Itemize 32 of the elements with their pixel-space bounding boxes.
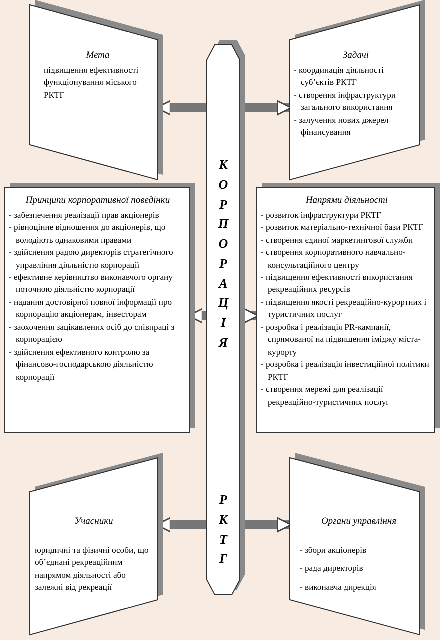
panel-heading: Органи управління <box>320 516 398 529</box>
list-item: - здійснення ефективного контролю за фінансово-господарською діяльністю корпорації <box>9 346 154 384</box>
list-item: - розробка і реалізація інвестиційної політики РКТГ <box>261 358 430 384</box>
list-item: - створення інфраструктури загального використання <box>294 88 398 114</box>
list-item: - збори акціонерів <box>300 544 368 556</box>
list-item: - здійснення радою директорів стратегічного управління діяльністю корпорації <box>9 246 174 272</box>
list-item: - залучення нових джерел фінансування <box>294 114 390 138</box>
vertical-title: РКТГ <box>218 491 230 568</box>
vertical-title: КОРПОРАЦІЯ <box>217 156 230 352</box>
list-item: - виконавча дирекція <box>300 580 378 594</box>
list-item: - підвищення якості рекреаційно-курортних і туристичних послуг <box>261 296 428 321</box>
body-text: підвищення ефективності функціонування міського РКТГ <box>44 64 140 102</box>
list-item: - підвищення ефективності використання рекреаційних ресурсів <box>261 271 414 296</box>
panel-heading: Принципи корпоративної поведінки <box>24 195 172 208</box>
panel-heading: Учасники <box>74 516 114 529</box>
list-item: - розробка і реалізація PR-кампанії, спрямованої на підвищення іміджу міста-курорту <box>261 320 422 358</box>
panel-heading: Задачі <box>342 50 370 63</box>
list-item: - ефективне керівництво виконавчого органу поточною діяльністю корпорації <box>9 271 174 296</box>
list-item: - забезпечення реалізації прав акціонерів <box>9 208 160 222</box>
list-item: - координація діяльності суб’єктів РКТГ <box>294 64 385 89</box>
list-item: - заохочення зацікавлених осіб до співпраці з корпорацією <box>9 320 176 346</box>
body-text: юридичні та фізичні особи, що об’єднані рекреаційним напрямом діяльності або залежні від рекреації <box>35 544 150 594</box>
list-item: - рада директорів <box>300 562 364 575</box>
list-item: - рівноцінне відношення до акціонерів, що володіють однаковими правами <box>9 221 167 246</box>
panel-heading: Мета <box>85 50 111 63</box>
list-item: - розвиток інфраструктури РКТГ <box>261 208 383 222</box>
list-item: - створення мережі для реалізації рекреаційно-туристичних послуг <box>261 383 391 408</box>
list-item: - розвиток матеріально-технічної бази РКТГ <box>261 221 425 234</box>
list-item: - створення корпоративного навчально-консультаційного центру <box>261 246 407 272</box>
list-item: - створення єдиної маркетингової служби <box>261 234 414 246</box>
panel-heading: Напрями діяльності <box>304 195 390 208</box>
list-item: - надання достовірної повної інформації про корпорацію акціонерам, інвесторам <box>9 296 174 321</box>
